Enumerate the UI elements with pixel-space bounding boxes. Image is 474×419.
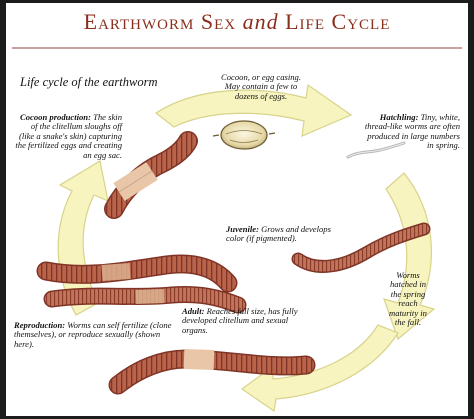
juvenile-text: Grows and develops color (if pigmented). <box>226 224 331 244</box>
diagram-subtitle: Life cycle of the earthworm <box>20 75 158 89</box>
reproduction-note: Reproduction: Worms can self fertilize (… <box>14 320 174 349</box>
adult-text: Reaches full size, has fully developed c… <box>182 306 298 335</box>
adult-label: Adult: <box>182 306 205 316</box>
juvenile-note: Juvenile: Grows and develops color (if p… <box>226 224 350 244</box>
adult-worm <box>108 349 316 395</box>
title-divider <box>12 47 462 49</box>
reproduction-text: Worms can self fertilize (clone themselv… <box>14 320 172 349</box>
mating-worms <box>36 254 247 314</box>
page-title: Earthworm Sex and Life Cycle <box>6 9 468 35</box>
cocoon-production-worm <box>104 131 198 219</box>
hatchling-note: Hatchling: Tiny, white, thread-like worm… <box>362 112 460 151</box>
juvenile-label: Juvenile: <box>226 224 259 234</box>
maturity-note: Worms hatched in the spring reach maturi… <box>389 270 427 328</box>
life-cycle-diagram <box>36 83 436 413</box>
arrow-maturity-to-adult <box>240 324 399 413</box>
cocoon-production-label: Cocoon production: <box>20 112 91 122</box>
juvenile-worm <box>291 222 431 273</box>
cocoon-production-text: The skin of the clitellum sloughs off (l… <box>15 112 122 160</box>
cycle-arrows <box>57 83 436 413</box>
hatchling-text: Tiny, white, thread-like worms are often… <box>364 112 460 151</box>
title-and: and <box>242 9 279 34</box>
cocoon-note: Cocoon, or egg casing. May contain a few… <box>221 72 301 101</box>
arrow-cocoon-to-hatchling <box>154 83 353 137</box>
hatchling-label: Hatchling: <box>379 112 419 122</box>
title-part-1: Earthworm Sex <box>83 9 237 34</box>
reproduction-label: Reproduction: <box>14 320 66 330</box>
arrow-hatchling-to-juvenile <box>383 172 436 341</box>
title-part-2: Life Cycle <box>285 9 391 34</box>
cocoon-production-note: Cocoon production: The skin of the clite… <box>14 112 122 160</box>
cocoon-illustration <box>212 120 276 150</box>
adult-note: Adult: Reaches full size, has fully deve… <box>182 306 308 335</box>
figure: Earthworm Sex and Life Cycle <box>6 3 468 416</box>
